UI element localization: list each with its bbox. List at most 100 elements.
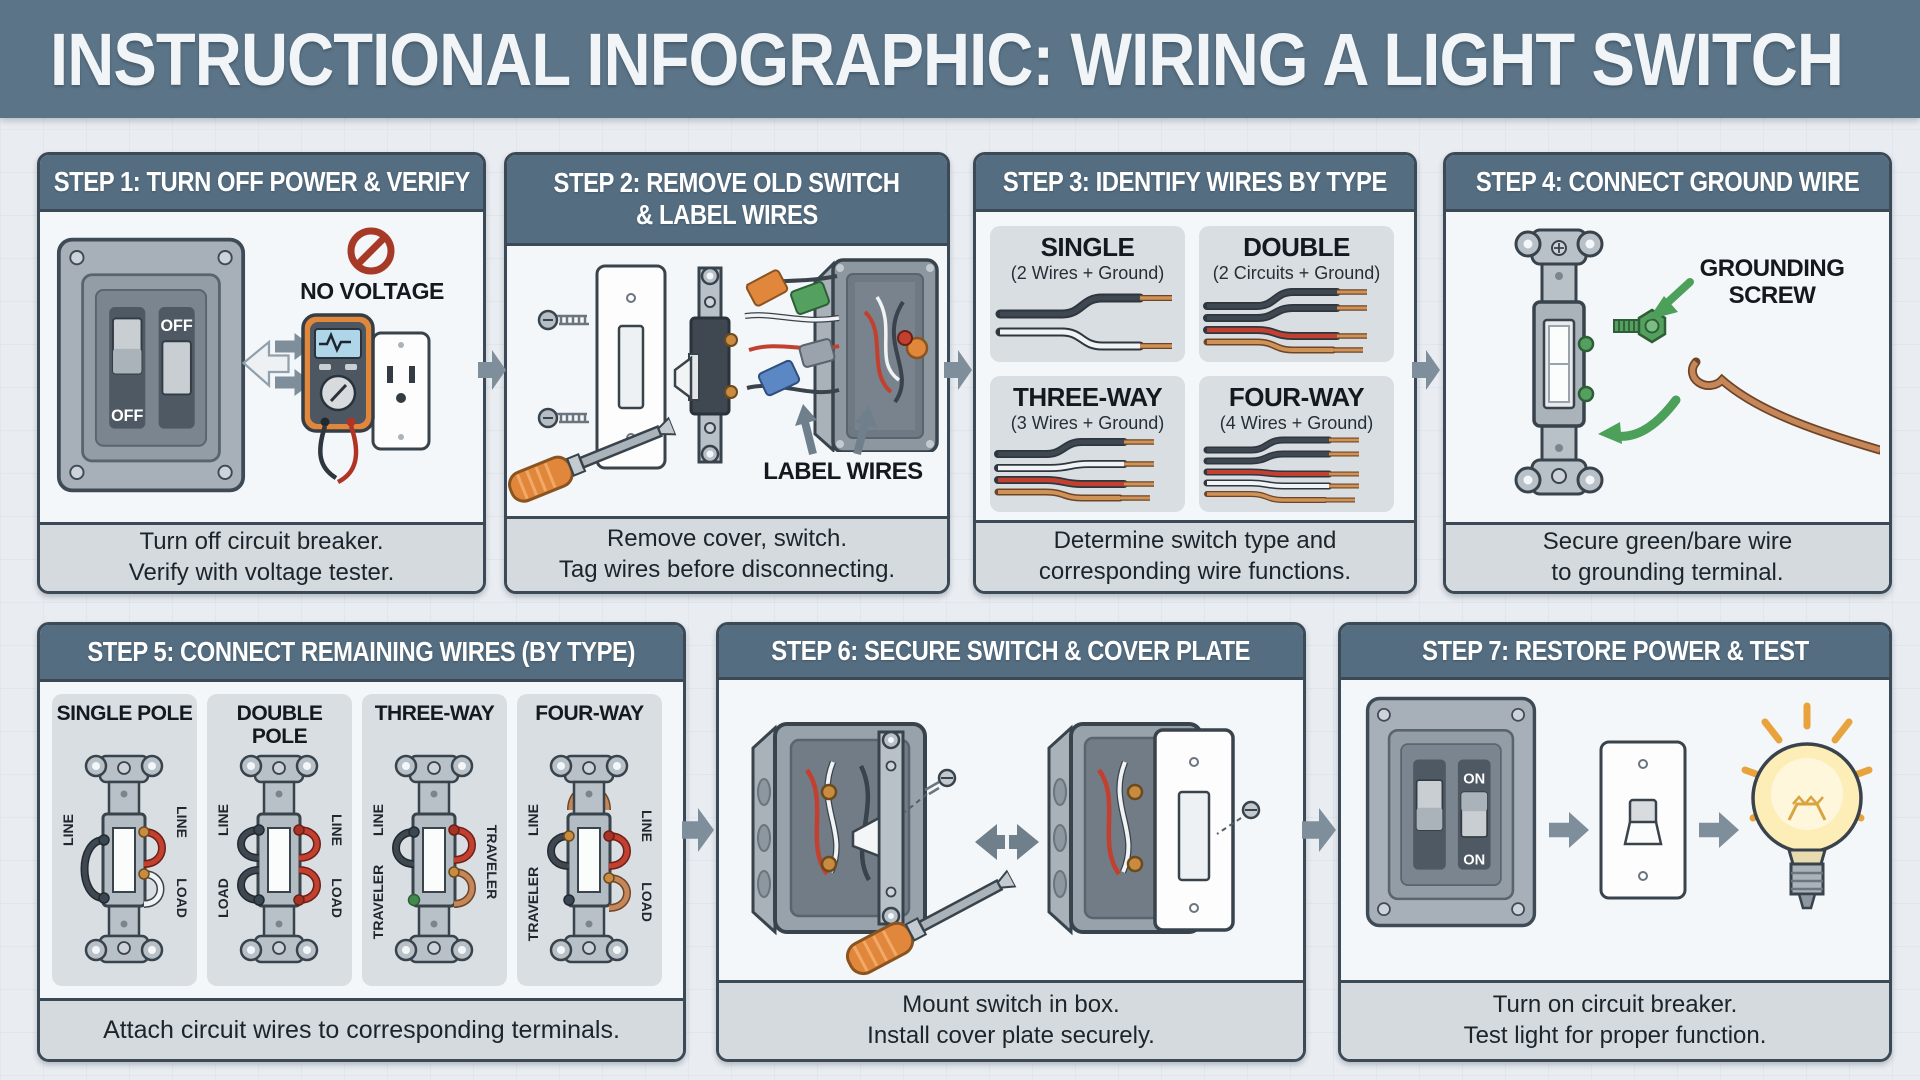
terminal-label-line: LINE [639,810,655,842]
three-way-switch-icon [392,754,476,964]
step-4-caption-line1: Secure green/bare wire [1542,528,1793,556]
step-3-body: SINGLE (2 Wires + Ground) DOUBLE (2 Circ… [976,212,1414,520]
switch-type-card-four-way: FOUR-WAY [517,694,662,986]
step-4-title: STEP 4: CONNECT GROUND WIRE [1475,165,1860,197]
step-5-caption: Attach circuit wires to corresponding te… [40,998,683,1059]
grounding-screw-label-line1: GROUNDING [1699,255,1845,282]
infographic-header: INSTRUCTIONAL INFOGRAPHIC: WIRING A LIGH… [0,0,1920,118]
step-1-caption-line2: Verify with voltage tester. [128,559,395,586]
wire-type-subtitle: (3 Wires + Ground) [1010,413,1165,433]
step-1-body: OFF OFF NO VOLTAGE [40,212,483,522]
cover-plate-icon [595,264,667,470]
step-7-header: STEP 7: RESTORE POWER & TEST [1341,625,1889,680]
terminal-label-load: LOAD [329,878,345,918]
flow-arrow-step5-step6 [682,808,714,852]
step-3-caption-line1: Determine switch type and [1053,527,1337,555]
step-6-caption-line1: Mount switch in box. [902,991,1120,1019]
step-7-title: STEP 7: RESTORE POWER & TEST [1421,634,1809,666]
pointer-arrows-icon [795,404,877,456]
step-7-caption-line2: Test light for proper function. [1463,1022,1767,1049]
old-switch-icon [673,266,738,464]
step-7-body: ON ON [1341,680,1889,980]
step-4-panel: STEP 4: CONNECT GROUND WIRE [1443,152,1892,594]
step-4-caption: Secure green/bare wire to grounding term… [1446,522,1889,591]
wire-type-subtitle: (2 Wires + Ground) [1010,263,1165,283]
double-pole-switch-icon [237,754,321,964]
box-with-switch-icon [751,722,957,936]
flow-arrow-icon [1699,812,1739,848]
step-5-title: STEP 5: CONNECT REMAINING WIRES (BY TYPE… [87,635,636,667]
screwdriver-icon [845,868,1018,976]
step-2-caption-line1: Remove cover, switch. [606,525,848,553]
switch-type-name: FOUR-WAY [535,702,644,725]
breaker-panel-icon: OFF OFF [56,237,246,493]
multimeter-icon [301,313,375,485]
terminal-label-load: LOAD [215,878,231,918]
step-5-header: STEP 5: CONNECT REMAINING WIRES (BY TYPE… [40,625,683,682]
terminal-label-load: LOAD [639,882,655,922]
outlet-icon [371,331,431,451]
step-1-title: STEP 1: TURN OFF POWER & VERIFY [53,165,470,197]
no-voltage-label: NO VOLTAGE [300,278,444,304]
breaker-off-right-label: OFF [161,317,193,335]
four-way-switch-icon [547,754,631,964]
green-arrow-icon [1648,278,1694,320]
step-4-body: GROUNDING SCREW [1446,212,1889,522]
grounding-screw-label-line2: SCREW [1728,282,1816,309]
label-wires-label: LABEL WIRES [763,458,923,485]
breaker-off-left-label: OFF [111,407,143,425]
switch-front-icon [1514,228,1604,496]
step-3-panel: STEP 3: IDENTIFY WIRES BY TYPE SINGLE (2… [973,152,1417,594]
step-5-panel: STEP 5: CONNECT REMAINING WIRES (BY TYPE… [37,622,686,1062]
wire-type-subtitle: (4 Wires + Ground) [1219,413,1374,433]
screw-icon [537,309,589,331]
single-wires-icon [995,293,1172,351]
screw-icon [537,407,589,429]
step-3-header: STEP 3: IDENTIFY WIRES BY TYPE [976,155,1414,212]
terminal-label-load: LOAD [174,878,190,918]
page-title: INSTRUCTIONAL INFOGRAPHIC: WIRING A LIGH… [50,17,1844,101]
wire-type-card-double: DOUBLE (2 Circuits + Ground) [1199,226,1394,362]
step-6-caption-line2: Install cover plate securely. [867,1022,1155,1049]
breaker-on-bottom-label: ON [1463,852,1485,868]
step-7-caption: Turn on circuit breaker. Test light for … [1341,980,1889,1059]
breaker-on-top-label: ON [1463,772,1485,788]
step-2-caption-line2: Tag wires before disconnecting. [558,556,896,583]
double-arrow-icon [975,824,1039,860]
step-2-panel: STEP 2: REMOVE OLD SWITCH & LABEL WIRES [504,152,950,594]
single-pole-switch-icon [80,754,166,964]
wall-switch-icon [1599,740,1687,900]
step-3-caption-line2: corresponding wire functions. [1038,558,1352,585]
terminal-label-line: LINE [370,804,386,836]
wire-type-name: FOUR-WAY [1228,382,1365,412]
flow-arrow-icon [1549,812,1589,848]
step-4-caption-line2: to grounding terminal. [1551,559,1784,586]
three-way-wires-icon [994,438,1154,502]
step-6-header: STEP 6: SECURE SWITCH & COVER PLATE [719,625,1303,680]
switch-type-name: SINGLE POLE [56,702,193,725]
step-1-panel: STEP 1: TURN OFF POWER & VERIFY OFF OFF [37,152,486,594]
wire-type-card-single: SINGLE (2 Wires + Ground) [990,226,1185,362]
electrical-box-icon [813,258,939,452]
box-with-cover-plate-icon [1047,722,1261,936]
green-curved-arrow-icon [1598,395,1681,444]
wire-type-name: THREE-WAY [1012,382,1163,412]
step-5-body: SINGLE POLE [40,682,683,998]
ground-wire-icon [1687,357,1880,455]
light-bulb-icon [1741,702,1873,910]
terminal-label-traveler: TRAVELER [370,864,386,940]
wire-type-name: SINGLE [1040,232,1135,262]
wire-type-card-four-way: FOUR-WAY (4 Wires + Ground) [1199,376,1394,512]
step-6-panel: STEP 6: SECURE SWITCH & COVER PLATE [716,622,1306,1062]
tagged-wires-icon [744,269,840,397]
wire-type-name: DOUBLE [1243,232,1350,262]
step-6-body [719,680,1303,980]
terminal-label-traveler: TRAVELER [525,866,541,942]
step-7-panel: STEP 7: RESTORE POWER & TEST ON ON [1338,622,1892,1062]
switch-type-name: DOUBLE POLE [236,702,323,748]
breaker-panel-on-icon: ON ON [1365,696,1537,928]
switch-type-card-double-pole: DOUBLE POLE [207,694,352,986]
switch-type-card-three-way: THREE-WAY [362,694,507,986]
terminal-label-line: LINE [525,804,541,836]
double-wires-icon [1203,288,1367,354]
